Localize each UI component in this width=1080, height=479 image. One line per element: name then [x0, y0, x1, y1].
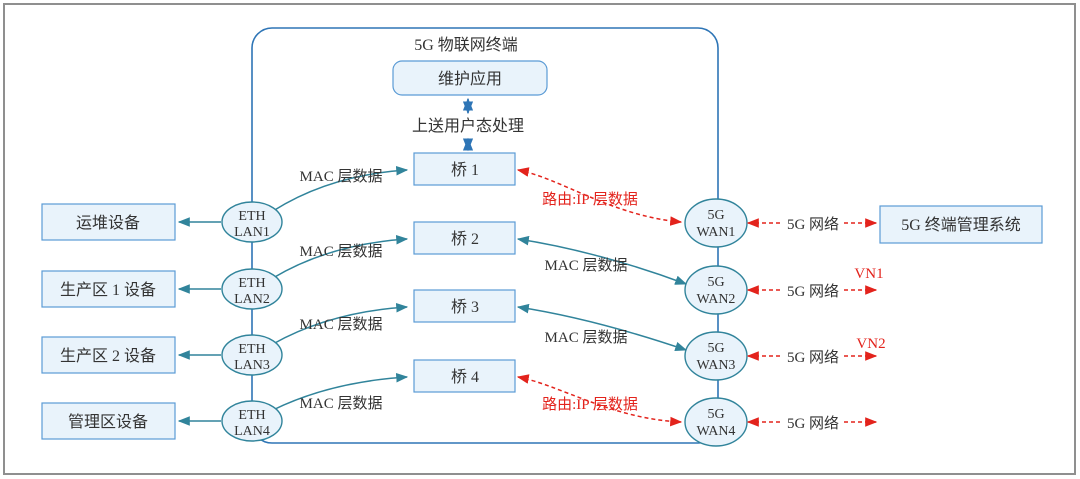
bridge-4-label: 桥 4	[451, 368, 479, 386]
device-label-3: 生产区 2 设备	[60, 347, 156, 365]
mac-curves-left: MAC 层数据 MAC 层数据 MAC 层数据 MAC 层数据	[272, 165, 409, 412]
route-ip-label-bottom: 路由:IP 层数据	[542, 396, 638, 413]
device-box-2	[41, 270, 176, 308]
mac-label-2: MAC 层数据	[300, 243, 383, 260]
maintenance-app-label: 维护应用	[438, 69, 502, 88]
eth-lan3-line1: ETH	[238, 342, 265, 357]
device-box-3	[41, 336, 176, 374]
maintenance-app-box	[392, 60, 548, 96]
device-label-2: 生产区 1 设备	[60, 281, 156, 299]
bridge-2-label: 桥 2	[451, 230, 479, 248]
mac-label-6: MAC 层数据	[545, 329, 628, 346]
route-curve-bridge1-wan1	[516, 167, 683, 226]
wan4-line2: WAN4	[697, 424, 736, 439]
eth-lan3-node	[221, 334, 283, 376]
mac-curve-bridge3-wan3	[516, 303, 688, 352]
eth-lan2-node	[221, 268, 283, 310]
mac-label-1: MAC 层数据	[300, 168, 383, 185]
mac-curve-lan1-bridge1	[272, 165, 409, 212]
mac-label-3: MAC 层数据	[300, 316, 383, 333]
vn2-label: VN2	[856, 336, 885, 352]
bridge-2-box	[413, 221, 516, 255]
wan2-line1: 5G	[707, 275, 724, 290]
bridge-3-label: 桥 3	[451, 298, 479, 316]
eth-lan1-line2: LAN1	[234, 225, 270, 240]
eth-lan3-line2: LAN3	[234, 358, 270, 373]
network-label-1: 5G 网络	[787, 216, 839, 233]
eth-lan2-line2: LAN2	[234, 292, 270, 307]
wan3-line1: 5G	[707, 341, 724, 356]
device-box-4	[41, 402, 176, 440]
eth-lan4-line2: LAN4	[234, 424, 270, 439]
eth-lan4-node	[221, 400, 283, 442]
network-arrows: 5G 网络 5G 网络 VN1 5G 网络 VN2 5G 网络	[746, 216, 886, 432]
mgmt-system-label: 5G 终端管理系统	[901, 216, 1021, 234]
mac-curve-lan2-bridge2	[272, 234, 409, 279]
mgmt-system-box	[879, 205, 1043, 244]
bridge-1-label: 桥 1	[451, 161, 479, 179]
bridge-4-box	[413, 359, 516, 393]
mac-label-5: MAC 层数据	[545, 257, 628, 274]
route-ip-curves: 路由:IP 层数据 路由:IP 层数据	[516, 167, 683, 427]
eth-lan1-line1: ETH	[238, 209, 265, 224]
mac-label-4: MAC 层数据	[300, 395, 383, 412]
bridge-1-box	[413, 152, 516, 186]
left-devices: 运堆设备 生产区 1 设备 生产区 2 设备 管理区设备	[41, 203, 176, 440]
network-label-2: 5G 网络	[787, 283, 839, 300]
eth-lan-ports: ETH LAN1 ETH LAN2 ETH LAN3 ETH LAN4	[221, 201, 283, 442]
device-box-1	[41, 203, 176, 241]
eth-lan1-node	[221, 201, 283, 243]
eth-lan4-line1: ETH	[238, 408, 265, 423]
eth-lan2-line1: ETH	[238, 276, 265, 291]
wan2-line2: WAN2	[697, 292, 736, 307]
bridges: 桥 1 桥 2 桥 3 桥 4	[413, 152, 516, 393]
mac-curve-lan3-bridge3	[272, 302, 409, 345]
mac-curves-right: MAC 层数据 MAC 层数据	[516, 235, 688, 352]
mac-curve-lan4-bridge4	[272, 372, 409, 411]
vn1-label: VN1	[854, 266, 883, 282]
upload-label: 上送用户态处理	[412, 117, 524, 135]
bridge-3-box	[413, 289, 516, 323]
network-label-3: 5G 网络	[787, 349, 839, 366]
wan3-line2: WAN3	[697, 358, 736, 373]
network-label-4: 5G 网络	[787, 415, 839, 432]
route-ip-label-top: 路由:IP 层数据	[542, 191, 638, 208]
device-label-4: 管理区设备	[68, 413, 148, 431]
route-curve-bridge4-wan4	[516, 374, 683, 427]
device-arrows	[177, 217, 221, 426]
wan1-line2: WAN1	[697, 225, 736, 240]
wan1-line1: 5G	[707, 208, 724, 223]
wan4-line1: 5G	[707, 407, 724, 422]
mac-curve-bridge2-wan2	[516, 235, 688, 285]
terminal-title: 5G 物联网终端	[414, 36, 518, 54]
device-label-1: 运堆设备	[76, 214, 140, 232]
